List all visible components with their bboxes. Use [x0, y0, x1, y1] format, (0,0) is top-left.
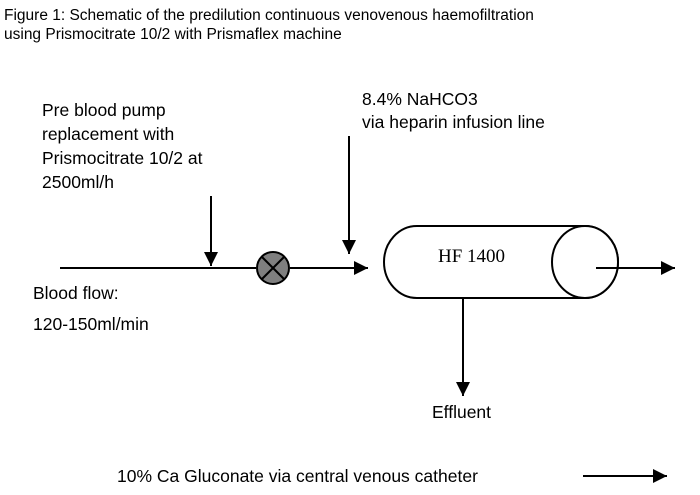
- bicarbonate-line-2: via heparin infusion line: [362, 112, 545, 132]
- pre-pump-line-2: replacement with: [42, 124, 175, 144]
- pre-pump-line-3: Prismocitrate 10/2 at: [42, 148, 203, 168]
- haemofilter-shape: [383, 225, 619, 299]
- effluent-label: Effluent: [432, 402, 492, 422]
- pre-pump-replacement-label: Pre blood pump replacement with Prismoci…: [42, 98, 202, 194]
- figure-title-line-1: Figure 1: Schematic of the predilution c…: [4, 7, 534, 24]
- blood-flow-rate: 120-150ml/min: [33, 314, 149, 334]
- blood-flow-label: Blood flow:: [33, 283, 119, 303]
- figure-title-line-2: using Prismocitrate 10/2 with Prismaflex…: [4, 26, 342, 43]
- pre-pump-line-4: 2500ml/h: [42, 172, 114, 192]
- bicarbonate-label: 8.4% NaHCO3 via heparin infusion line: [362, 88, 545, 134]
- calcium-gluconate-label: 10% Ca Gluconate via central venous cath…: [117, 466, 478, 486]
- figure-title: Figure 1: Schematic of the predilution c…: [4, 6, 694, 44]
- pre-pump-line-1: Pre blood pump: [42, 100, 166, 120]
- pump-x-circle-icon: [256, 251, 290, 285]
- bicarbonate-line-1: 8.4% NaHCO3: [362, 89, 478, 109]
- filter-label: HF 1400: [438, 246, 506, 267]
